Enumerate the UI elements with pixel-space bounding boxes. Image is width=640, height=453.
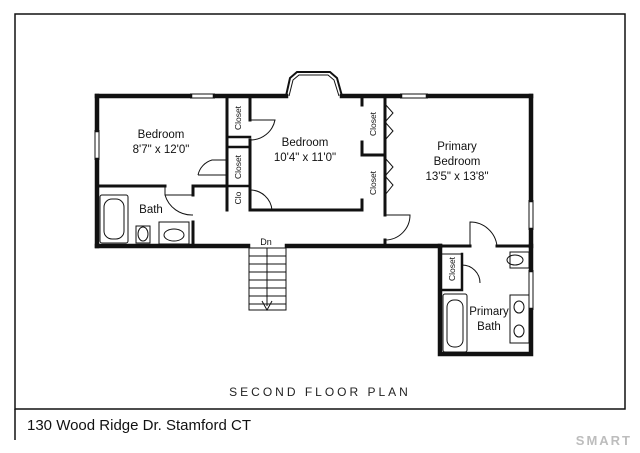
bath-name: Bath [139, 204, 163, 216]
closet-label-5: Closet [368, 170, 378, 195]
primary-bedroom-name-2: Bedroom [434, 156, 481, 168]
stairs [248, 247, 287, 312]
closet-label-6: Closet [447, 256, 457, 281]
primary-bedroom-dims: 13'5" x 13'8" [425, 171, 488, 183]
primary-bath-name-2: Bath [477, 321, 501, 333]
exterior-walls [94, 93, 534, 357]
bedroom-mid-name: Bedroom [282, 137, 329, 149]
closet-label-2: Closet [233, 154, 243, 179]
property-address: 130 Wood Ridge Dr. Stamford CT [27, 417, 251, 434]
brand-logo: SMART [575, 433, 632, 448]
primary-bath-name-1: Primary [469, 306, 509, 318]
bedroom-left-dims: 8'7" x 12'0" [133, 144, 190, 156]
closet-label-4: Closet [368, 111, 378, 136]
plan-border [14, 13, 626, 410]
doors [164, 103, 498, 284]
closet-labels: Closet Closet Clo Closet Closet Closet [233, 105, 457, 281]
stairs-label: Dn [260, 237, 272, 247]
plan-caption: SECOND FLOOR PLAN [229, 385, 411, 399]
interior-walls [95, 94, 533, 292]
room-labels: Bedroom 8'7" x 12'0" Bedroom 10'4" x 11'… [133, 129, 509, 333]
bedroom-left-name: Bedroom [138, 129, 185, 141]
closet-label-1: Closet [233, 105, 243, 130]
primary-bedroom-name-1: Primary [437, 141, 477, 153]
bath-fixtures [99, 194, 190, 245]
primary-bath-fixtures [442, 251, 530, 353]
bay-window [285, 71, 343, 97]
closet-label-3: Clo [233, 191, 243, 204]
windows [94, 93, 534, 310]
bedroom-mid-dims: 10'4" x 11'0" [274, 152, 336, 164]
